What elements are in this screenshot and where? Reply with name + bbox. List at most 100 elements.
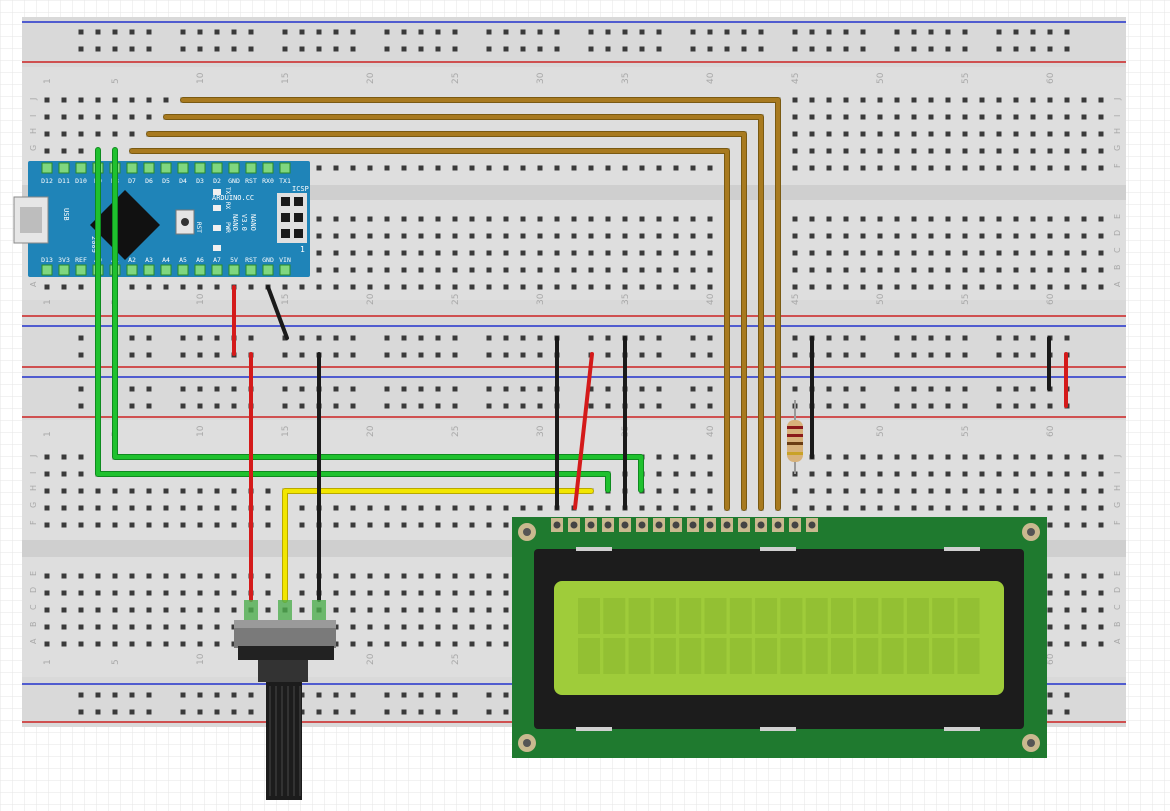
breadboard-hole[interactable] [180, 624, 186, 630]
breadboard-hole[interactable] [979, 148, 985, 154]
breadboard-hole[interactable] [1047, 607, 1053, 613]
breadboard-hole[interactable] [486, 250, 492, 256]
arduino-top-pin[interactable] [228, 162, 240, 174]
breadboard-hole[interactable] [1064, 131, 1070, 137]
breadboard-hole[interactable] [690, 233, 696, 239]
breadboard-hole[interactable] [197, 624, 203, 630]
breadboard-hole[interactable] [231, 522, 237, 528]
breadboard-hole[interactable] [435, 607, 441, 613]
breadboard-hole[interactable] [350, 692, 356, 698]
breadboard-hole[interactable] [214, 505, 220, 511]
breadboard-hole[interactable] [129, 284, 135, 290]
breadboard-hole[interactable] [928, 454, 934, 460]
breadboard-hole[interactable] [877, 131, 883, 137]
breadboard-hole[interactable] [129, 488, 135, 494]
breadboard-hole[interactable] [112, 488, 118, 494]
breadboard-hole[interactable] [146, 114, 152, 120]
breadboard-hole[interactable] [503, 522, 509, 528]
breadboard-hole[interactable] [350, 607, 356, 613]
breadboard-hole[interactable] [996, 454, 1002, 460]
breadboard-hole[interactable] [877, 233, 883, 239]
breadboard-hole[interactable] [1081, 284, 1087, 290]
breadboard-hole[interactable] [78, 131, 84, 137]
breadboard-hole[interactable] [877, 114, 883, 120]
breadboard-hole[interactable] [503, 607, 509, 613]
breadboard-hole[interactable] [129, 352, 135, 358]
breadboard-hole[interactable] [1030, 216, 1036, 222]
breadboard-hole[interactable] [61, 97, 67, 103]
breadboard-hole[interactable] [537, 46, 543, 52]
breadboard-hole[interactable] [911, 46, 917, 52]
breadboard-hole[interactable] [996, 488, 1002, 494]
breadboard-hole[interactable] [1098, 131, 1104, 137]
breadboard-hole[interactable] [129, 131, 135, 137]
breadboard-hole[interactable] [894, 386, 900, 392]
breadboard-hole[interactable] [996, 403, 1002, 409]
breadboard-hole[interactable] [248, 335, 254, 341]
breadboard-hole[interactable] [95, 29, 101, 35]
breadboard-hole[interactable] [945, 352, 951, 358]
breadboard-hole[interactable] [197, 352, 203, 358]
breadboard-hole[interactable] [1047, 403, 1053, 409]
breadboard-hole[interactable] [928, 335, 934, 341]
breadboard-hole[interactable] [197, 505, 203, 511]
breadboard-hole[interactable] [945, 165, 951, 171]
breadboard-hole[interactable] [1081, 641, 1087, 647]
breadboard-hole[interactable] [146, 641, 152, 647]
breadboard-hole[interactable] [197, 488, 203, 494]
breadboard-hole[interactable] [333, 692, 339, 698]
breadboard-hole[interactable] [1098, 471, 1104, 477]
breadboard-hole[interactable] [860, 335, 866, 341]
breadboard-hole[interactable] [316, 709, 322, 715]
breadboard-hole[interactable] [911, 148, 917, 154]
breadboard-hole[interactable] [554, 267, 560, 273]
breadboard-hole[interactable] [826, 284, 832, 290]
breadboard-hole[interactable] [367, 607, 373, 613]
breadboard-hole[interactable] [282, 352, 288, 358]
breadboard-hole[interactable] [112, 709, 118, 715]
breadboard-hole[interactable] [639, 505, 645, 511]
breadboard-hole[interactable] [61, 641, 67, 647]
arduino-bottom-pin[interactable] [177, 264, 189, 276]
breadboard-hole[interactable] [1098, 165, 1104, 171]
breadboard-hole[interactable] [333, 46, 339, 52]
breadboard-hole[interactable] [656, 403, 662, 409]
breadboard-hole[interactable] [1030, 165, 1036, 171]
breadboard-hole[interactable] [537, 216, 543, 222]
breadboard-hole[interactable] [945, 97, 951, 103]
breadboard-hole[interactable] [401, 250, 407, 256]
breadboard-hole[interactable] [401, 692, 407, 698]
breadboard-hole[interactable] [826, 97, 832, 103]
breadboard-hole[interactable] [979, 233, 985, 239]
breadboard-hole[interactable] [894, 148, 900, 154]
breadboard-hole[interactable] [129, 386, 135, 392]
breadboard-hole[interactable] [843, 352, 849, 358]
breadboard-hole[interactable] [129, 590, 135, 596]
breadboard-hole[interactable] [95, 114, 101, 120]
breadboard-hole[interactable] [537, 403, 543, 409]
breadboard-hole[interactable] [707, 352, 713, 358]
breadboard-hole[interactable] [826, 403, 832, 409]
breadboard-hole[interactable] [520, 46, 526, 52]
breadboard-hole[interactable] [622, 216, 628, 222]
breadboard-hole[interactable] [78, 352, 84, 358]
breadboard-hole[interactable] [996, 131, 1002, 137]
breadboard-hole[interactable] [401, 505, 407, 511]
breadboard-hole[interactable] [367, 267, 373, 273]
breadboard-hole[interactable] [333, 590, 339, 596]
breadboard-hole[interactable] [333, 267, 339, 273]
breadboard-hole[interactable] [1064, 488, 1070, 494]
breadboard-hole[interactable] [996, 505, 1002, 511]
breadboard-hole[interactable] [163, 624, 169, 630]
breadboard-hole[interactable] [503, 165, 509, 171]
breadboard-hole[interactable] [894, 505, 900, 511]
breadboard-hole[interactable] [1030, 284, 1036, 290]
breadboard-hole[interactable] [231, 29, 237, 35]
breadboard-hole[interactable] [180, 709, 186, 715]
breadboard-hole[interactable] [333, 709, 339, 715]
breadboard-hole[interactable] [180, 607, 186, 613]
breadboard-hole[interactable] [418, 607, 424, 613]
breadboard-hole[interactable] [180, 352, 186, 358]
breadboard-hole[interactable] [520, 403, 526, 409]
breadboard-hole[interactable] [894, 233, 900, 239]
